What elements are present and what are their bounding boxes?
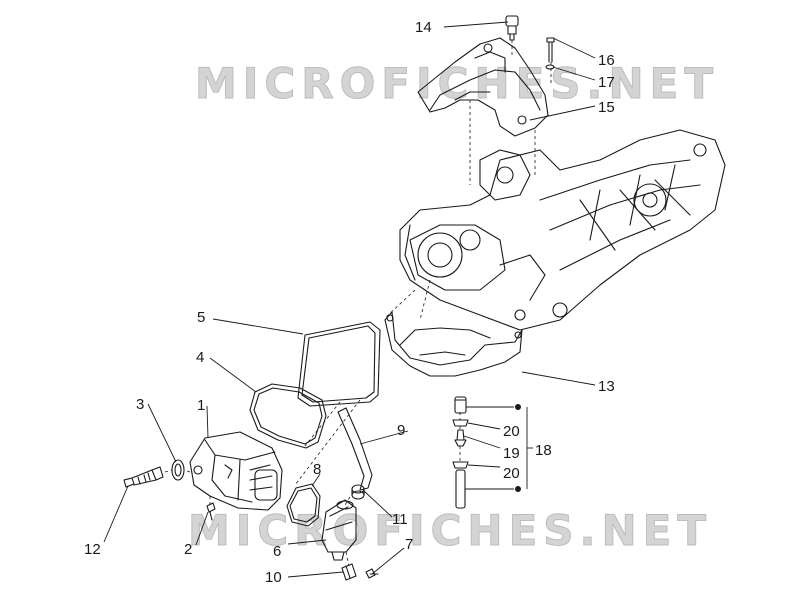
part-12-spark-plug xyxy=(123,466,164,488)
part-1-head-cover xyxy=(189,431,283,511)
part-4-gasket xyxy=(249,383,327,449)
leader-lines xyxy=(103,21,596,578)
callout-6: 6 xyxy=(273,543,281,560)
part-5-gasket xyxy=(297,321,381,407)
part-6-separator xyxy=(321,499,357,561)
callout-5: 5 xyxy=(197,309,205,326)
part-19-valve xyxy=(456,429,465,441)
stack-marker-bottom xyxy=(515,486,521,492)
part-8-oring xyxy=(286,483,321,527)
watermark-top: MICROFICHES.NET xyxy=(195,59,719,108)
callout-17: 17 xyxy=(598,74,615,91)
callout-1: 1 xyxy=(197,397,205,414)
part-7-screw xyxy=(365,568,379,579)
part-2-screw xyxy=(206,502,216,521)
part-15-cover xyxy=(417,37,549,137)
part-11-clamp xyxy=(351,484,365,500)
callout-3: 3 xyxy=(136,396,144,413)
part-18-pipe xyxy=(455,469,466,509)
part-8-oring-inner xyxy=(289,487,318,523)
callout-10: 10 xyxy=(265,569,282,586)
part-20-washer-top xyxy=(452,419,469,427)
part-16-bolt xyxy=(546,37,555,63)
part-18-assembly xyxy=(452,396,469,509)
callout-19: 19 xyxy=(503,445,520,462)
alignment-lines xyxy=(164,40,552,567)
callout-15: 15 xyxy=(598,99,615,116)
part-5-gasket-inner xyxy=(301,325,376,403)
callout-11: 11 xyxy=(392,511,408,528)
callout-14: 14 xyxy=(415,19,432,36)
callout-9: 9 xyxy=(397,422,405,439)
stack-marker-top xyxy=(515,404,521,410)
callout-2: 2 xyxy=(184,541,192,558)
callout-16: 16 xyxy=(598,52,615,69)
callout-7: 7 xyxy=(405,536,413,553)
part-10-clip xyxy=(341,563,357,581)
watermark-bottom: MICROFICHES.NET xyxy=(188,506,712,555)
part-9-hose xyxy=(337,407,373,491)
callout-18: 18 xyxy=(535,442,552,459)
callout-12: 12 xyxy=(84,541,101,558)
callout-20-bottom: 20 xyxy=(503,465,520,482)
part-14-fitting xyxy=(505,15,519,41)
engine-crankcase xyxy=(399,129,726,331)
callout-8: 8 xyxy=(313,461,321,478)
part-13-bracket xyxy=(384,311,523,377)
part-4-gasket-inner xyxy=(253,387,323,445)
callout-4: 4 xyxy=(196,349,204,366)
part-3-seal xyxy=(171,459,185,481)
part-20-washer-bottom xyxy=(452,461,469,469)
callout-13: 13 xyxy=(598,378,615,395)
callout-20-top: 20 xyxy=(503,423,520,440)
